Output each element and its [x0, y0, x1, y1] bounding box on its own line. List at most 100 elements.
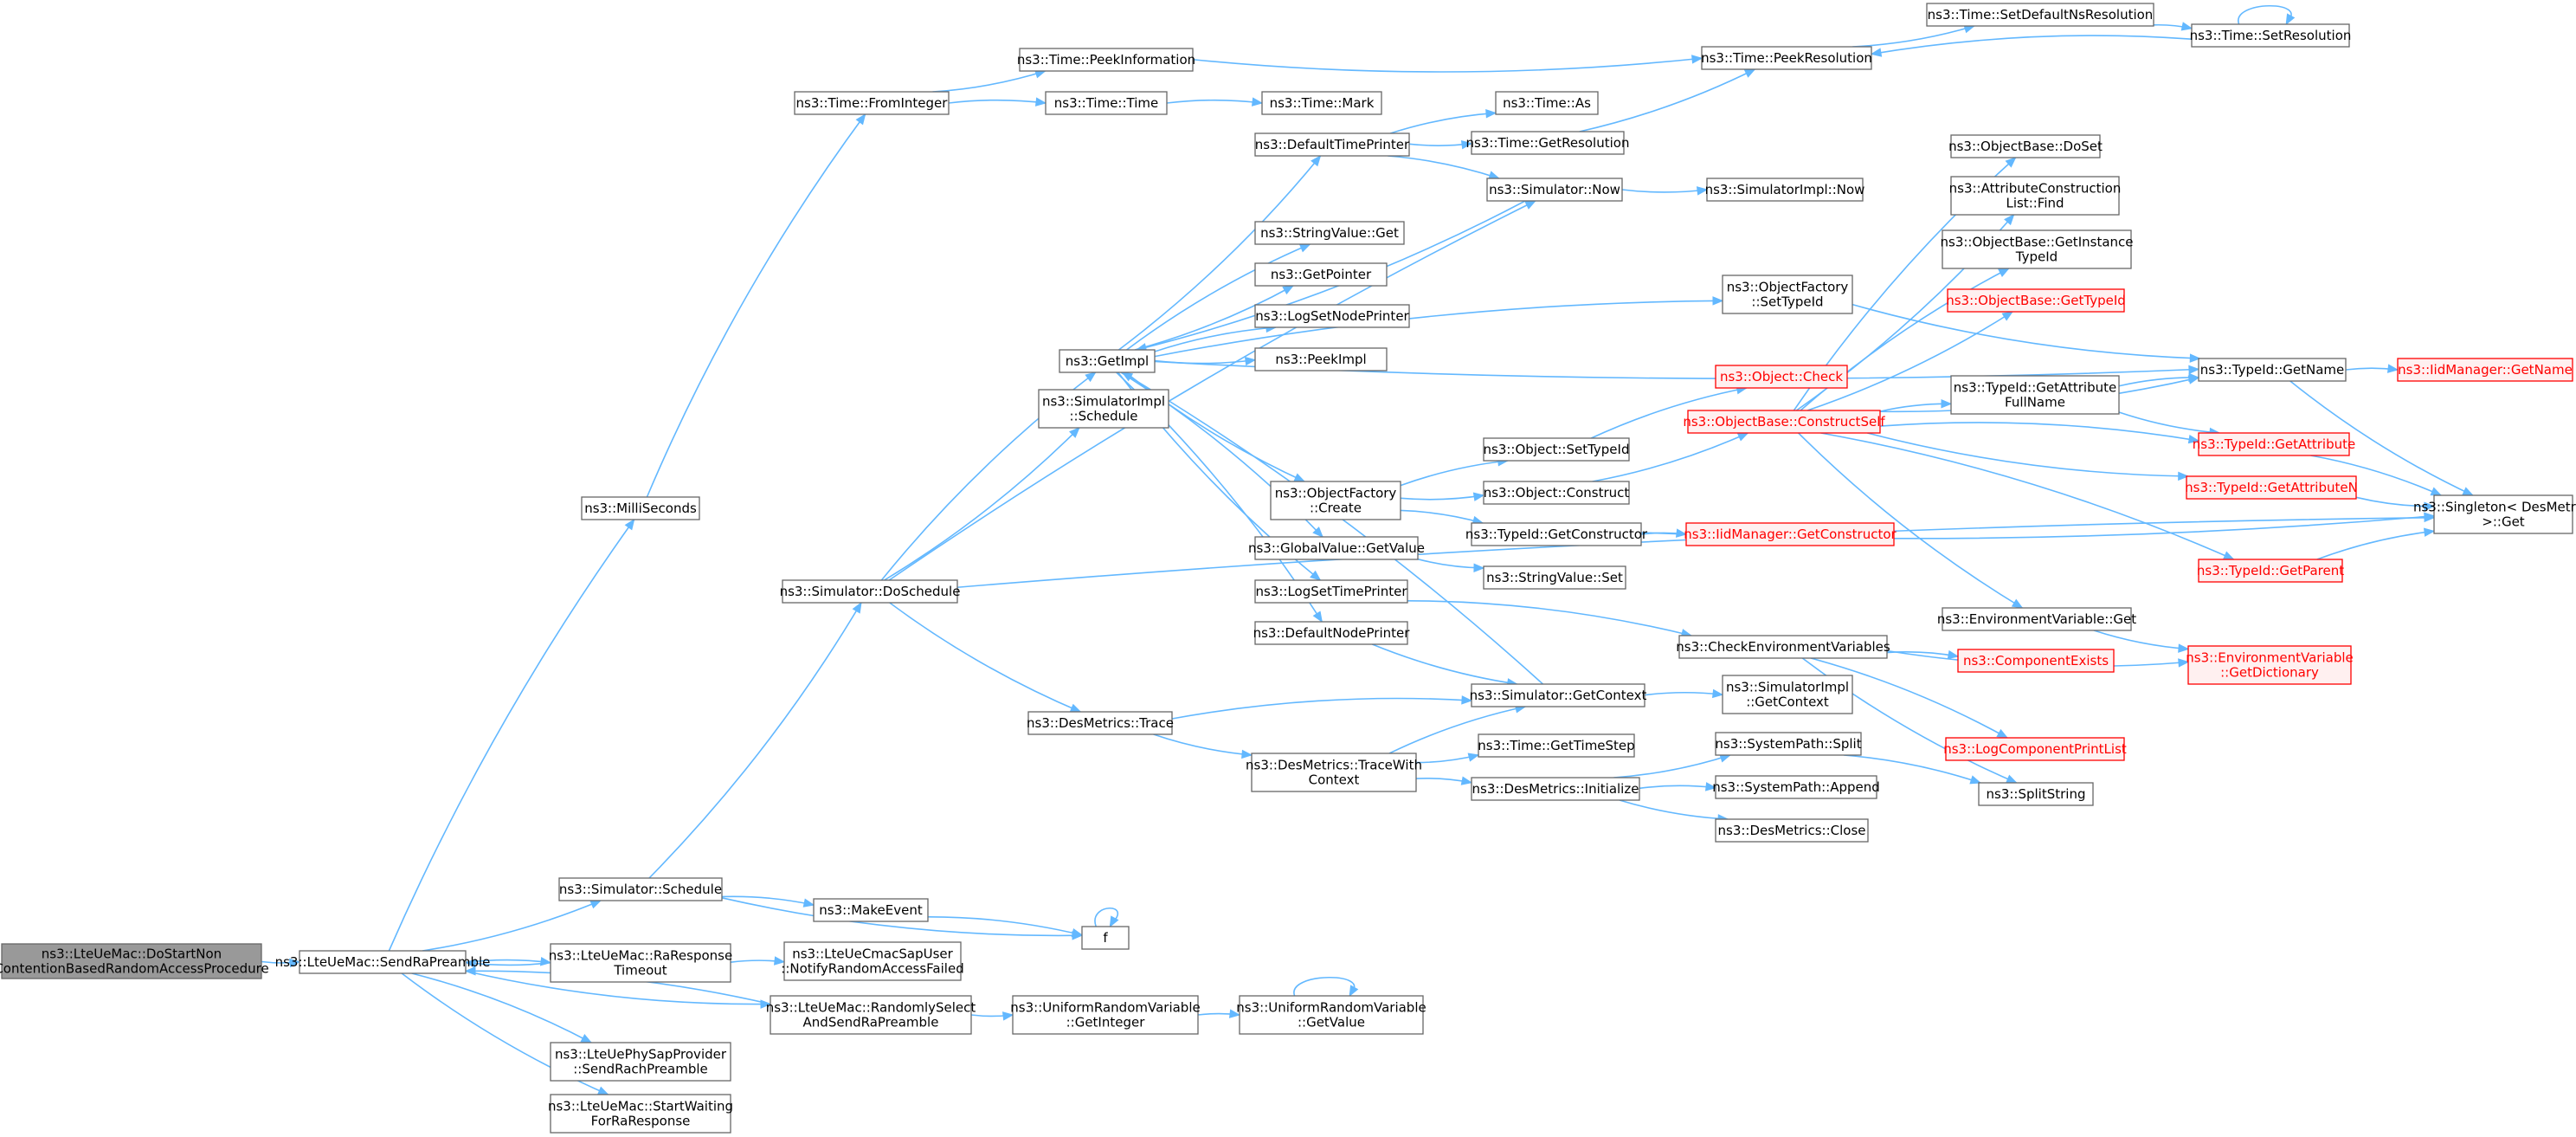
- node-defaultNodePrinter[interactable]: ns3::DefaultNodePrinter: [1253, 621, 1411, 645]
- edge-defaultTimePrinter-to-timeAs: [1389, 112, 1497, 134]
- edge-getImpl-to-defaultTimePrinter: [1118, 155, 1322, 351]
- node-environmentVariableGet[interactable]: ns3::EnvironmentVariable::Get: [1937, 607, 2136, 631]
- node-box: [1706, 178, 1864, 202]
- node-iidManagerGetConstructor[interactable]: ns3::IidManager::GetConstructor: [1684, 522, 1897, 546]
- node-typeIdGetName[interactable]: ns3::TypeId::GetName: [2198, 358, 2347, 382]
- node-globalValueGetValue[interactable]: ns3::GlobalValue::GetValue: [1248, 536, 1425, 560]
- node-objectSetTypeId[interactable]: ns3::Object::SetTypeId: [1483, 437, 1630, 462]
- node-componentExists[interactable]: ns3::ComponentExists: [1957, 649, 2115, 673]
- node-milliSeconds[interactable]: ns3::MilliSeconds: [581, 496, 700, 520]
- edge-getImpl-to-getPointer-arrowhead: [1282, 285, 1295, 295]
- node-getImpl[interactable]: ns3::GetImpl: [1059, 349, 1156, 373]
- node-objectFactoryCreate[interactable]: ns3::ObjectFactory::Create: [1270, 481, 1401, 520]
- edge-getImpl-to-defaultTimePrinter-arrowhead: [1311, 154, 1322, 167]
- edge-randomlySelectAndSendRaPreamble-to-uniformGetInteger-arrowhead: [1001, 1011, 1014, 1021]
- node-systemPathSplit[interactable]: ns3::SystemPath::Split: [1715, 732, 1862, 756]
- node-sendRaPreamble[interactable]: ns3::LteUeMac::SendRaPreamble: [275, 950, 491, 974]
- node-label-line: ns3::Simulator::Now: [1489, 182, 1620, 197]
- edge-typeIdGetAttributeFullName-to-typeIdGetAttribute: [2118, 411, 2220, 434]
- node-getPointer[interactable]: ns3::GetPointer: [1254, 262, 1388, 287]
- node-f[interactable]: f: [1081, 926, 1130, 950]
- node-logComponentPrintList[interactable]: ns3::LogComponentPrintList: [1943, 737, 2127, 761]
- node-root[interactable]: ns3::LteUeMac::DoStartNonContentionBased…: [0, 943, 269, 979]
- node-timeSetResolution[interactable]: ns3::Time::SetResolution: [2190, 23, 2352, 48]
- edge-timeFromInteger-to-timeTime: [948, 99, 1046, 104]
- node-label-line: ns3::EnvironmentVariable::Get: [1937, 611, 2136, 627]
- edge-simulatorGetContext-to-simulatorImplGetContext: [1644, 691, 1723, 696]
- node-environmentVariableGetDictionary[interactable]: ns3::EnvironmentVariable::GetDictionary: [2186, 645, 2354, 685]
- node-uniformGetInteger[interactable]: ns3::UniformRandomVariable::GetInteger: [1010, 995, 1201, 1035]
- node-typeIdGetAttributeN[interactable]: ns3::TypeId::GetAttributeN: [2185, 475, 2358, 500]
- edge-typeIdGetAttributeN-to-singletonGet-arrowhead: [2424, 501, 2436, 512]
- node-label-line: ns3::MakeEvent: [819, 902, 923, 918]
- node-typeIdGetParent[interactable]: ns3::TypeId::GetParent: [2197, 559, 2344, 583]
- edge-objectFactoryCreate-to-objectConstruct-arrowhead: [1472, 492, 1485, 501]
- node-simulatorDoSchedule[interactable]: ns3::Simulator::DoSchedule: [780, 579, 961, 604]
- node-randomlySelectAndSendRaPreamble[interactable]: ns3::LteUeMac::RandomlySelectAndSendRaPr…: [766, 995, 976, 1035]
- node-objectConstruct[interactable]: ns3::Object::Construct: [1483, 481, 1630, 505]
- node-logSetNodePrinter[interactable]: ns3::LogSetNodePrinter: [1254, 304, 1410, 328]
- node-simulatorImplNow[interactable]: ns3::SimulatorImpl::Now: [1705, 178, 1865, 202]
- edge-objectBaseConstructSelf-to-typeIdGetAttribute-arrowhead: [2187, 434, 2200, 444]
- node-desMetricsInitialize[interactable]: ns3::DesMetrics::Initialize: [1471, 777, 1640, 801]
- node-timePeekInformation[interactable]: ns3::Time::PeekInformation: [1017, 48, 1195, 72]
- node-box: [2397, 358, 2573, 382]
- node-notifyRandomAccessFailed[interactable]: ns3::LteUeCmacSapUser::NotifyRandomAcces…: [781, 941, 964, 981]
- node-label-line: ns3::DefaultTimePrinter: [1255, 137, 1410, 152]
- node-objectFactorySetTypeId[interactable]: ns3::ObjectFactory::SetTypeId: [1722, 275, 1853, 314]
- node-timeSetDefaultNsResolution[interactable]: ns3::Time::SetDefaultNsResolution: [1926, 3, 2154, 27]
- node-label-line: ns3::Singleton< DesMetrics: [2413, 500, 2576, 515]
- edge-sendRaPreamble-to-milliSeconds-arrowhead: [624, 518, 635, 531]
- node-defaultTimePrinter[interactable]: ns3::DefaultTimePrinter: [1254, 132, 1410, 157]
- node-timeTime[interactable]: ns3::Time::Time: [1045, 91, 1168, 115]
- node-systemPathAppend[interactable]: ns3::SystemPath::Append: [1712, 775, 1880, 799]
- edge-objectBaseConstructSelf-to-typeIdGetAttribute: [1879, 422, 2199, 442]
- node-stringValueGet[interactable]: ns3::StringValue::Get: [1254, 221, 1405, 245]
- node-makeEvent[interactable]: ns3::MakeEvent: [813, 898, 929, 922]
- node-peekImpl[interactable]: ns3::PeekImpl: [1254, 347, 1388, 371]
- node-simulatorImplSchedule[interactable]: ns3::SimulatorImpl::Schedule: [1038, 389, 1169, 429]
- node-singletonGet[interactable]: ns3::Singleton< DesMetrics >::Get: [2413, 494, 2576, 534]
- node-timeFromInteger[interactable]: ns3::Time::FromInteger: [794, 91, 950, 115]
- node-simulatorImplGetContext[interactable]: ns3::SimulatorImpl::GetContext: [1722, 675, 1853, 714]
- node-timeGetResolution[interactable]: ns3::Time::GetResolution: [1466, 131, 1630, 155]
- node-desMetricsClose[interactable]: ns3::DesMetrics::Close: [1715, 818, 1869, 843]
- node-timeGetTimeStep[interactable]: ns3::Time::GetTimeStep: [1478, 733, 1635, 758]
- node-typeIdGetAttribute[interactable]: ns3::TypeId::GetAttribute: [2193, 432, 2355, 456]
- node-simulatorNow[interactable]: ns3::Simulator::Now: [1486, 178, 1623, 202]
- node-iidManagerGetName[interactable]: ns3::IidManager::GetName: [2397, 358, 2573, 382]
- node-label-line: ns3::ObjectFactory: [1727, 280, 1849, 295]
- edge-f-to-f-arrowhead: [1109, 915, 1119, 928]
- node-label-line: ns3::SimulatorImpl: [1726, 680, 1849, 695]
- node-label-line: ns3::Time::GetTimeStep: [1478, 738, 1634, 753]
- node-objectBaseConstructSelf[interactable]: ns3::ObjectBase::ConstructSelf: [1683, 410, 1885, 434]
- node-timePeekResolution[interactable]: ns3::Time::PeekResolution: [1701, 46, 1872, 70]
- node-objectBaseDoSet[interactable]: ns3::ObjectBase::DoSet: [1948, 134, 2103, 158]
- edge-globalValueGetValue-to-stringValueSet-arrowhead: [1473, 563, 1485, 573]
- node-stringValueSet[interactable]: ns3::StringValue::Set: [1483, 565, 1626, 590]
- node-sendRachPreamble[interactable]: ns3::LteUePhySapProvider::SendRachPreamb…: [550, 1042, 731, 1082]
- node-checkEnvironmentVariables[interactable]: ns3::CheckEnvironmentVariables: [1676, 635, 1890, 659]
- node-box: [1483, 437, 1630, 462]
- node-simulatorGetContext[interactable]: ns3::Simulator::GetContext: [1470, 683, 1647, 707]
- node-uniformGetValue[interactable]: ns3::UniformRandomVariable::GetValue: [1236, 995, 1426, 1035]
- edge-simulatorSchedule-to-f: [721, 897, 1083, 937]
- node-timeMark[interactable]: ns3::Time::Mark: [1261, 91, 1382, 115]
- node-label-line: ns3::Object::Check: [1720, 369, 1843, 384]
- edge-getImpl-to-globalValueGetValue-arrowhead: [1312, 527, 1323, 538]
- node-simulatorSchedule[interactable]: ns3::Simulator::Schedule: [558, 877, 723, 901]
- node-objectCheck[interactable]: ns3::Object::Check: [1715, 365, 1848, 389]
- node-objectBaseGetTypeId[interactable]: ns3::ObjectBase::GetTypeId: [1946, 288, 2126, 313]
- node-typeIdGetConstructor[interactable]: ns3::TypeId::GetConstructor: [1465, 522, 1648, 546]
- node-desMetricsTrace[interactable]: ns3::DesMetrics::Trace: [1027, 711, 1174, 735]
- node-logSetTimePrinter[interactable]: ns3::LogSetTimePrinter: [1254, 579, 1408, 604]
- edge-milliSeconds-to-timeFromInteger: [646, 113, 866, 498]
- node-timeAs[interactable]: ns3::Time::As: [1495, 91, 1599, 115]
- node-splitString[interactable]: ns3::SplitString: [1978, 782, 2094, 806]
